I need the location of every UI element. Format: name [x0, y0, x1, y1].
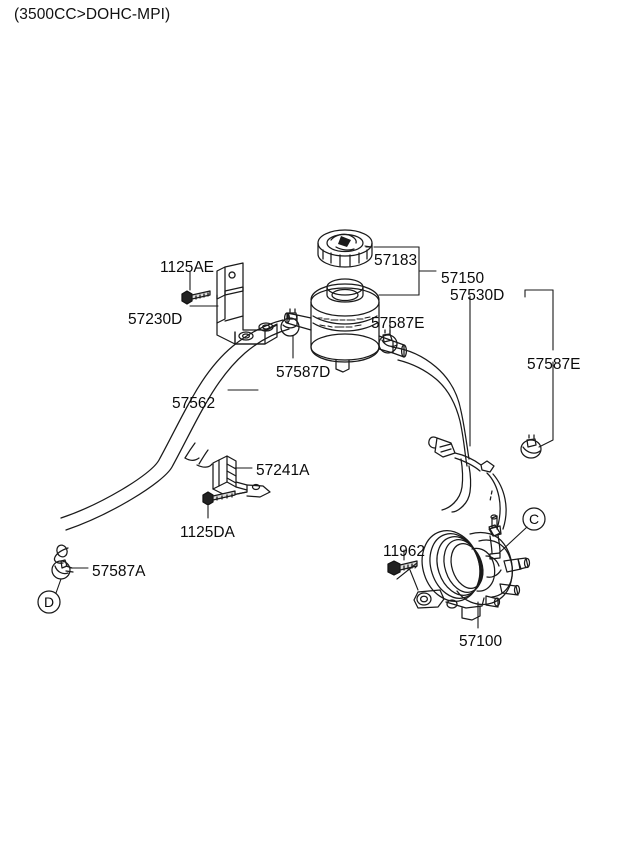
return-hose-57562-graphic	[53, 319, 290, 564]
page-title: (3500CC>DOHC-MPI)	[14, 6, 171, 23]
reservoir-tank-graphic	[283, 278, 408, 373]
part-number-label-1125ae[interactable]: 1125AE	[160, 259, 215, 276]
reservoir-bracket-graphic	[216, 262, 278, 345]
leader-lines	[55, 245, 554, 629]
clamp-57587E-upper-graphic	[378, 329, 398, 354]
part-number-label-57587d[interactable]: 57587D	[276, 364, 331, 381]
part-number-label-1125da[interactable]: 1125DA	[180, 524, 235, 541]
callout-letter-c: C	[529, 511, 539, 527]
part-number-label-57562[interactable]: 57562	[172, 395, 216, 412]
bolt-11962-graphic	[387, 560, 418, 576]
part-number-label-57587e-mid[interactable]: 57587E	[371, 315, 425, 332]
part-number-label-57587e-right[interactable]: 57587E	[527, 356, 581, 373]
clamp-57587E-lower-graphic	[520, 434, 542, 459]
part-number-label-57530d[interactable]: 57530D	[450, 287, 505, 304]
callout-circle-shapes	[37, 507, 546, 614]
part-number-label-57183[interactable]: 57183	[374, 252, 418, 269]
part-number-label-57587a[interactable]: 57587A	[92, 563, 146, 580]
part-number-label-57100[interactable]: 57100	[459, 633, 503, 650]
part-number-label-11962[interactable]: 11962	[383, 543, 425, 560]
reservoir-cap-graphic	[317, 229, 373, 268]
callout-circle-letters: D C	[44, 511, 539, 610]
power-steering-pump-graphic	[413, 514, 531, 621]
part-number-label-57150[interactable]: 57150	[441, 270, 485, 287]
clamp-57587D-graphic	[280, 308, 300, 337]
bolt-1125AE-graphic	[181, 290, 211, 305]
bolt-1125DA-graphic	[202, 490, 236, 506]
pressure-switch-and-harness-graphic	[428, 436, 507, 560]
suction-hose-57530D-graphic	[391, 346, 472, 513]
clamp-57587A-graphic	[51, 559, 74, 580]
part-number-label-57230d[interactable]: 57230D	[128, 311, 183, 328]
callout-letter-d: D	[44, 594, 54, 610]
part-number-label-57241a[interactable]: 57241A	[256, 462, 310, 479]
